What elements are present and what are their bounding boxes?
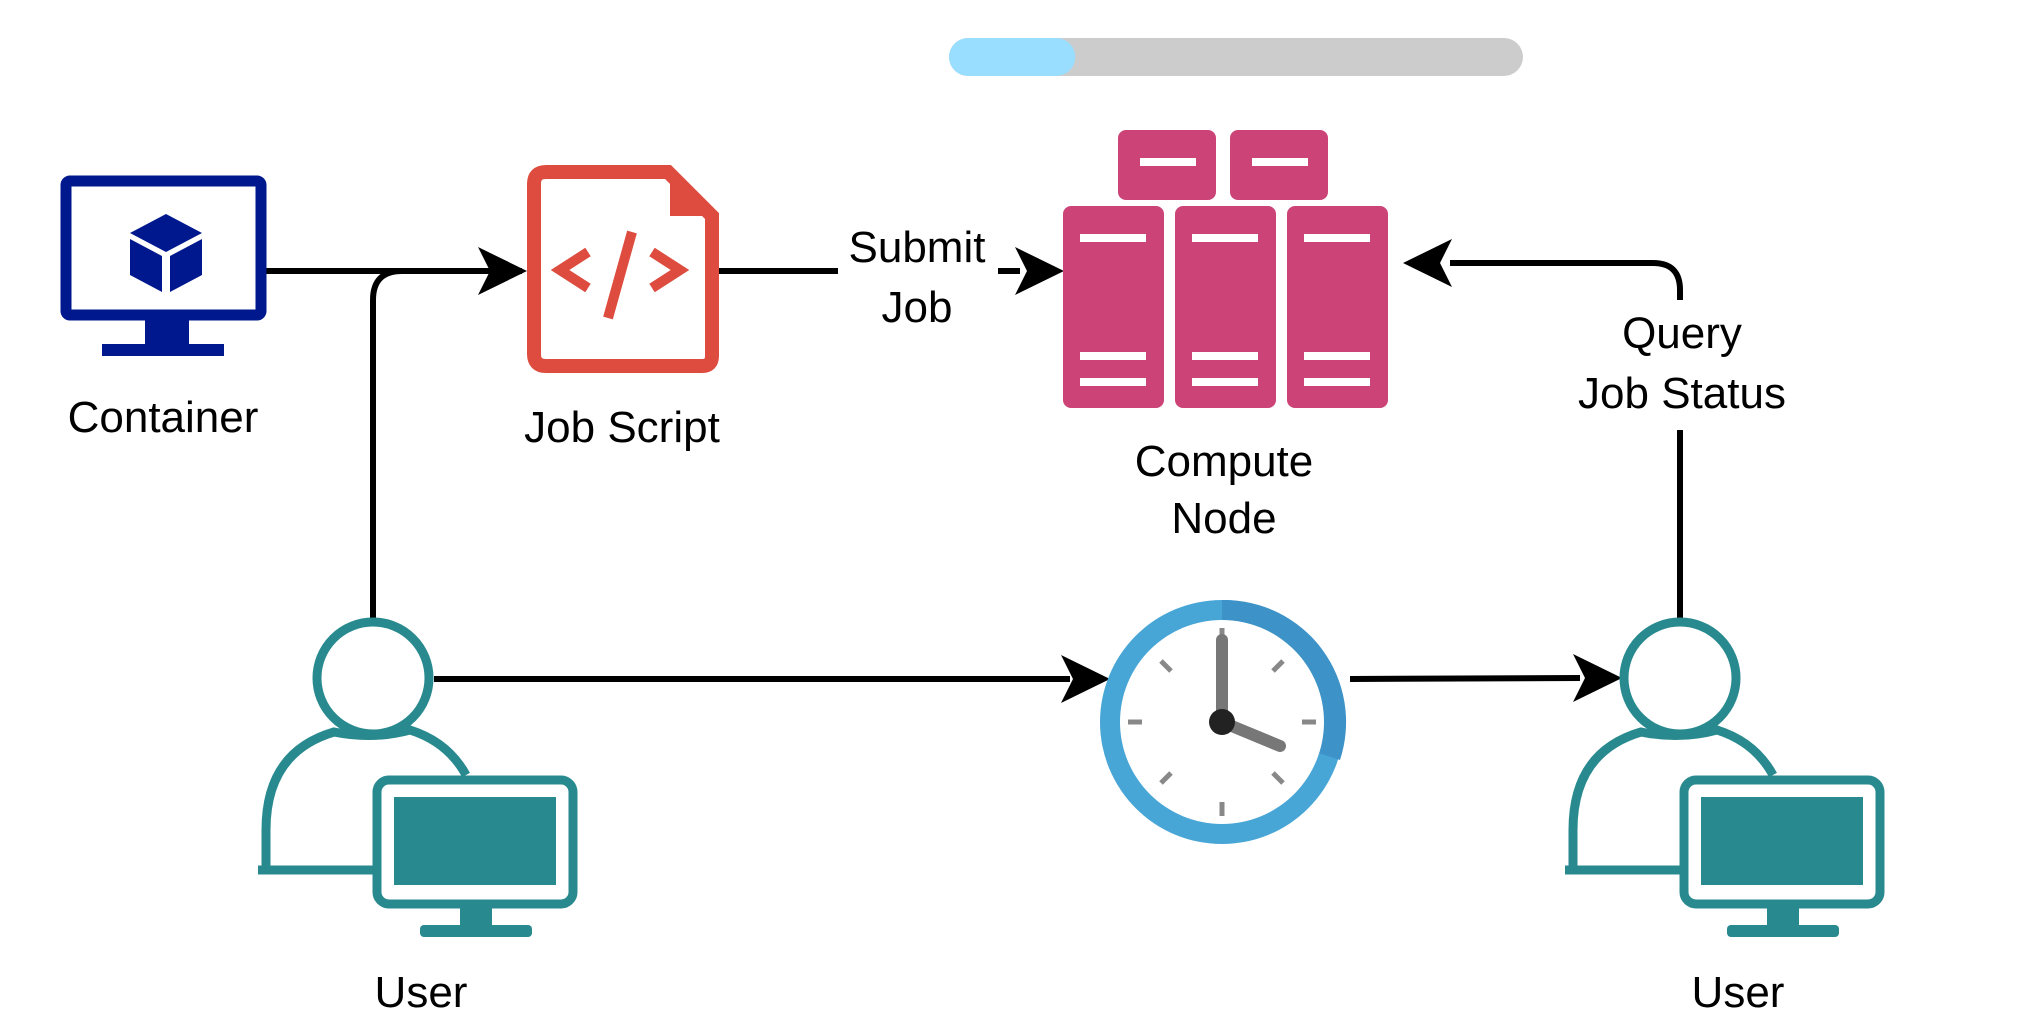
arrowhead [1061,655,1110,703]
progress-fill [949,38,1076,76]
arrow-user-to-script [370,268,480,620]
cube-icon [130,214,202,292]
clock-icon [1100,599,1347,844]
compute-node-line-1: Compute [1135,437,1314,486]
query-status-line-1: Query [1622,309,1742,358]
arrowhead [1573,654,1622,702]
user-workstation-icon [1565,617,1885,937]
arrow-user-to-compute-b [1450,260,1683,310]
submit-job-label: Submit Job [838,222,998,342]
container-monitor-icon [60,175,267,356]
connectors [265,239,1683,703]
arrowhead [1403,239,1452,287]
job-script-label: Job Script [524,403,720,452]
compute-node-line-2: Node [1171,494,1276,543]
submit-job-line-2: Job [882,283,953,332]
arrow-clock-to-user [1349,675,1581,682]
query-status-label: Query Job Status [1560,300,1800,430]
user-left-label: User [375,968,468,1017]
user-right-label: User [1692,968,1785,1017]
progress-track [949,38,1523,76]
container-label: Container [68,393,259,442]
submit-job-line-1: Submit [849,223,986,272]
progress-bar [949,38,1523,76]
arrowhead [1015,247,1064,295]
user-workstation-icon [258,617,578,937]
query-status-line-2: Job Status [1578,369,1786,418]
code-file-icon [527,165,719,373]
arrowhead [478,247,527,295]
server-rack-icon [1063,130,1388,408]
